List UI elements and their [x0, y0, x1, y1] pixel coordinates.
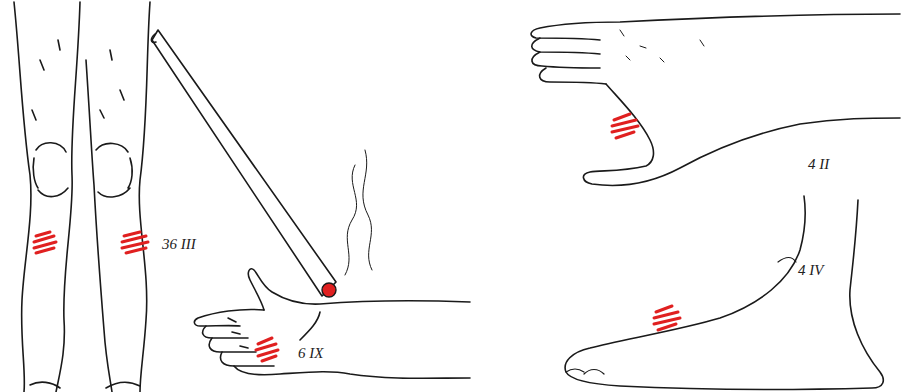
treatment-marks [34, 114, 680, 361]
callout-number: 6 IX [298, 345, 323, 362]
callout-number: 36 III [162, 236, 196, 253]
moxa-stick-drawing [151, 30, 372, 297]
hand-back-drawing [531, 14, 900, 185]
callout-number: 4 II [808, 156, 829, 173]
foot-drawing [565, 196, 883, 389]
callout-number: 4 IV [798, 262, 823, 279]
forearm-hand-drawing [194, 269, 470, 379]
legs-drawing [14, 2, 150, 392]
